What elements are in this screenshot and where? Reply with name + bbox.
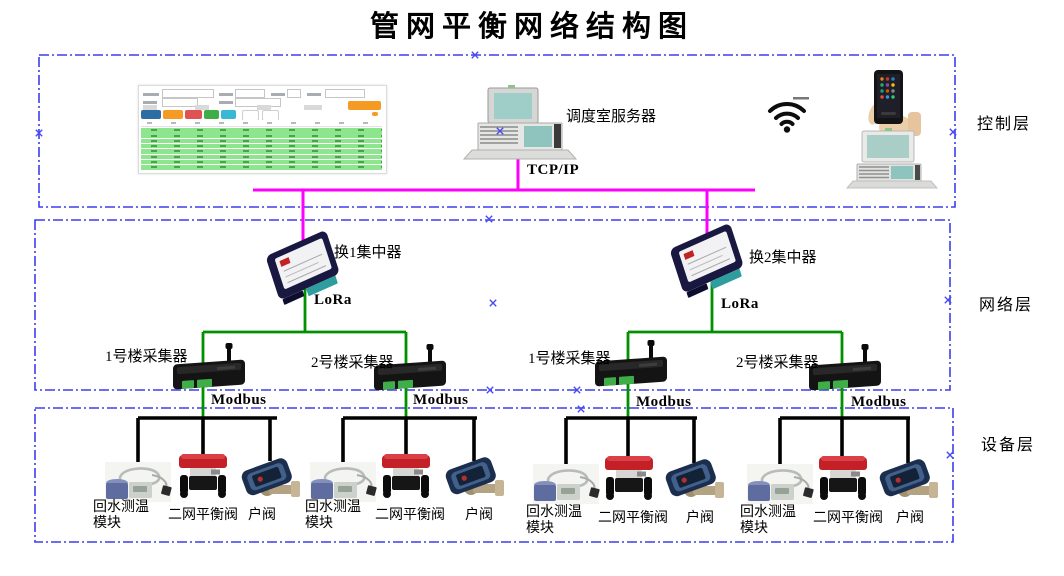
- network-layer-box: [34, 219, 951, 391]
- network-layer-label: 网络层: [979, 297, 1034, 314]
- collector-3-label: 1号楼采集器: [528, 351, 611, 367]
- concentrator-2-label: 换2集中器: [749, 250, 817, 266]
- house-valve-image: [443, 455, 504, 497]
- screenshot-detail: [162, 89, 214, 98]
- server-icon: [462, 85, 578, 160]
- lora-label-1: LoRa: [314, 292, 352, 308]
- screenshot-detail: [195, 105, 209, 110]
- control-layer-label: 控制层: [977, 116, 1032, 133]
- house-valve-label: 户阀: [465, 508, 493, 523]
- page-title: 管网平衡网络结构图: [369, 11, 694, 43]
- screenshot-table-header: [141, 120, 382, 127]
- device-layer-label: 设备层: [981, 437, 1036, 454]
- modbus-label-2: Modbus: [413, 392, 469, 408]
- temp-module-image: [531, 462, 602, 506]
- tcpip-bus-label: TCP/IP: [527, 162, 580, 178]
- screenshot-table-row: [141, 133, 382, 138]
- balance-valve-image: [819, 456, 867, 500]
- house-valve-label: 户阀: [896, 511, 924, 526]
- screenshot-table-row: [141, 143, 382, 149]
- balance-valve-image: [605, 456, 653, 500]
- control-layer-box: [38, 54, 956, 208]
- screenshot-detail: [221, 110, 236, 119]
- screenshot-detail: [372, 112, 378, 116]
- balance-valve-label: 二网平衡阀: [598, 511, 668, 526]
- balance-valve-label: 二网平衡阀: [375, 508, 445, 523]
- screenshot-detail: [185, 110, 202, 119]
- balance-valve-label: 二网平衡阀: [813, 511, 883, 526]
- screenshot-detail: [143, 93, 159, 96]
- screenshot-detail: [287, 89, 301, 98]
- lora-bus-lines: [201, 282, 844, 419]
- dispatch-software-screenshot: [138, 85, 387, 174]
- balance-valve-label: 二网平衡阀: [168, 508, 238, 523]
- screenshot-detail: [141, 110, 161, 119]
- modbus-drop-lines: [136, 416, 910, 468]
- smartphone-icon: [868, 70, 921, 139]
- screenshot-detail: [257, 105, 271, 110]
- modbus-label-1: Modbus: [211, 392, 267, 408]
- screenshot-table-row: [141, 154, 382, 160]
- screenshot-table-row: [141, 128, 382, 133]
- modbus-label-4: Modbus: [851, 394, 907, 410]
- screenshot-table-row: [141, 165, 382, 170]
- screenshot-table-row: [141, 149, 382, 154]
- screenshot-detail: [143, 101, 157, 104]
- temp-module-image: [745, 462, 816, 506]
- balance-valve-image: [382, 454, 430, 498]
- temp-module-label: 回水测温模块: [740, 505, 796, 536]
- house-valve-image: [877, 457, 938, 499]
- device-layer-box: [34, 407, 954, 543]
- collector-4-label: 2号楼采集器: [736, 355, 819, 371]
- screenshot-detail: [271, 93, 285, 96]
- house-valve-image: [663, 457, 724, 499]
- balance-valve-image: [179, 454, 227, 498]
- collector-4-device: [809, 344, 881, 391]
- temp-module-label: 回水测温模块: [93, 500, 149, 531]
- temp-module-image: [103, 460, 174, 504]
- screenshot-detail: [219, 101, 233, 104]
- lora-label-2: LoRa: [721, 296, 759, 312]
- screenshot-detail: [235, 89, 265, 98]
- desktop-computer-icon: [845, 128, 939, 189]
- temp-module-label: 回水测温模块: [526, 505, 582, 536]
- screenshot-detail: [163, 110, 183, 119]
- temp-module-image: [308, 460, 379, 504]
- screenshot-detail: [325, 89, 365, 98]
- screenshot-table-row: [141, 159, 382, 165]
- collector-2-label: 2号楼采集器: [311, 355, 394, 371]
- screenshot-detail: [143, 105, 157, 110]
- house-valve-label: 户阀: [686, 511, 714, 526]
- server-label: 调度室服务器: [566, 109, 657, 125]
- temp-module-label: 回水测温模块: [305, 500, 361, 531]
- screenshot-detail: [219, 93, 233, 96]
- screenshot-detail: [162, 98, 198, 107]
- screenshot-detail: [307, 93, 321, 96]
- screenshot-detail: [204, 110, 219, 119]
- house-valve-label: 户阀: [248, 508, 276, 523]
- concentrator-2-device: [668, 222, 747, 302]
- collector-1-label: 1号楼采集器: [105, 349, 188, 365]
- screenshot-detail: [304, 105, 322, 110]
- screenshot-table-row: [141, 138, 382, 144]
- wifi-icon: [768, 97, 809, 133]
- modbus-label-3: Modbus: [636, 394, 692, 410]
- screenshot-detail: [348, 101, 381, 110]
- house-valve-image: [239, 456, 300, 498]
- concentrator-1-label: 换1集中器: [334, 245, 402, 261]
